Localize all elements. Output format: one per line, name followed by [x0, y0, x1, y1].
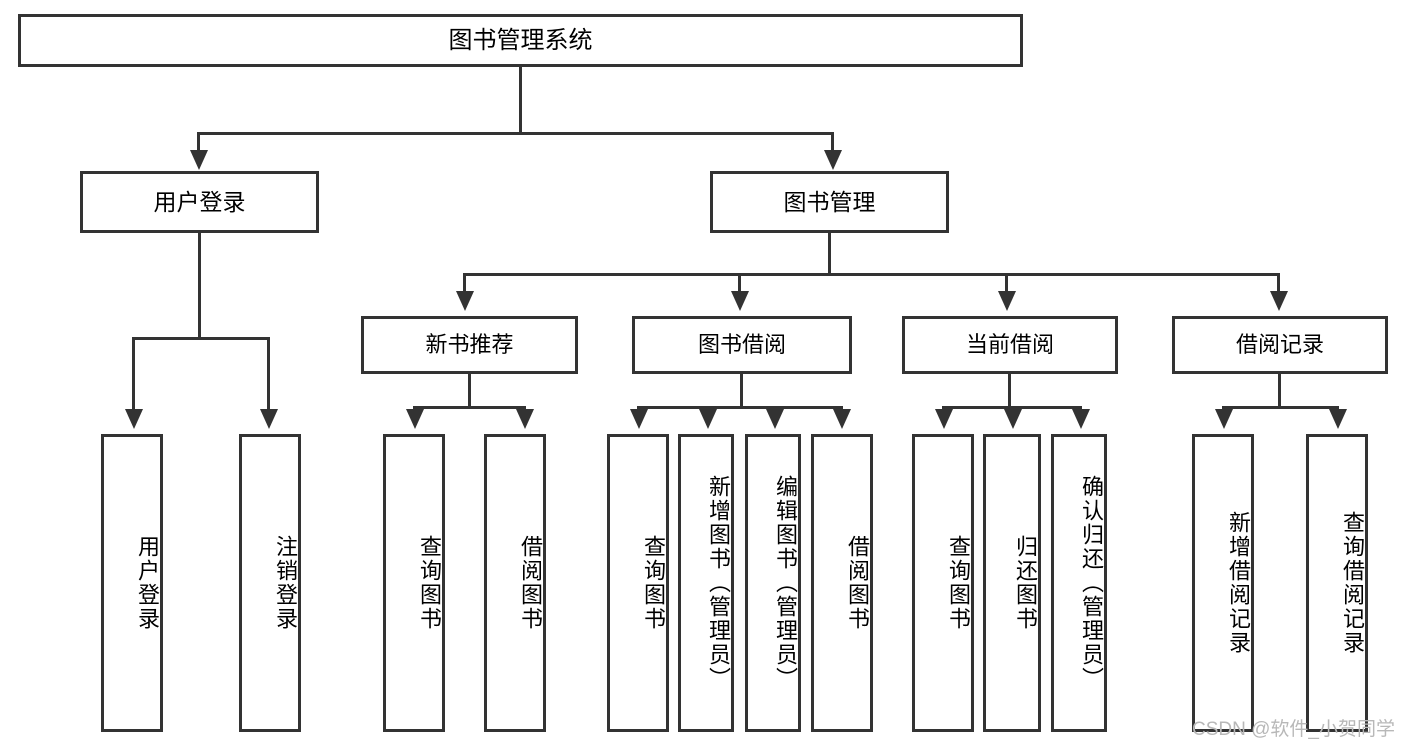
node-user-login-label: 用户登录	[153, 188, 246, 215]
node-leaf-query-book-1[interactable]: 查询图书	[383, 434, 445, 732]
watermark-text: CSDN @软件_小贺同学	[1192, 719, 1395, 740]
arrowhead-current-borrow	[998, 291, 1016, 311]
connector-bm-drop-4	[1277, 273, 1280, 295]
arrowhead-leaf-borrow-book-2	[833, 409, 851, 429]
arrowhead-user-login	[190, 150, 208, 170]
node-leaf-logout-login-label: 注销登录	[273, 535, 298, 631]
connector-root-to-user-login	[197, 132, 200, 154]
arrowhead-leaf-add-record	[1215, 409, 1233, 429]
node-leaf-borrow-book-1[interactable]: 借阅图书	[484, 434, 546, 732]
node-leaf-borrow-book-2-label: 借阅图书	[845, 535, 870, 631]
connector-root-bus	[197, 132, 834, 135]
node-current-borrow[interactable]: 当前借阅	[902, 316, 1118, 374]
arrowhead-leaf-user-login	[125, 409, 143, 429]
node-leaf-confirm-return[interactable]: 确认归还（管理员）	[1051, 434, 1107, 732]
node-leaf-query-book-2-label: 查询图书	[641, 535, 666, 631]
connector-bb-stem	[740, 374, 743, 406]
node-leaf-query-record[interactable]: 查询借阅记录	[1306, 434, 1368, 732]
node-leaf-add-record-label: 新增借阅记录	[1226, 511, 1251, 655]
connector-br-stem	[1278, 374, 1281, 406]
node-leaf-add-book[interactable]: 新增图书（管理员）	[678, 434, 734, 732]
node-book-management-label: 图书管理	[783, 188, 876, 215]
node-leaf-edit-book-label: 编辑图书（管理员）	[773, 475, 798, 691]
node-leaf-user-login-label: 用户登录	[135, 535, 160, 631]
arrowhead-leaf-query-book-2	[630, 409, 648, 429]
arrowhead-leaf-confirm-return	[1072, 409, 1090, 429]
node-root-label: 图书管理系统	[448, 26, 593, 54]
arrowhead-leaf-return-book	[1004, 409, 1022, 429]
connector-bm-drop-2	[738, 273, 741, 295]
arrowhead-leaf-query-record	[1329, 409, 1347, 429]
node-book-management[interactable]: 图书管理	[710, 171, 949, 233]
arrowhead-leaf-query-book-3	[935, 409, 953, 429]
node-leaf-edit-book[interactable]: 编辑图书（管理员）	[745, 434, 801, 732]
node-current-borrow-label: 当前借阅	[965, 332, 1054, 358]
connector-user-login-drop-1	[132, 337, 135, 413]
node-leaf-user-login[interactable]: 用户登录	[101, 434, 163, 732]
arrowhead-new-book-recommend	[456, 291, 474, 311]
arrowhead-leaf-logout-login	[260, 409, 278, 429]
arrowhead-leaf-borrow-book-1	[516, 409, 534, 429]
connector-cb-stem	[1008, 374, 1011, 406]
arrowhead-book-borrow	[731, 291, 749, 311]
node-leaf-borrow-book-2[interactable]: 借阅图书	[811, 434, 873, 732]
arrowhead-leaf-add-book	[699, 409, 717, 429]
connector-user-login-bus	[132, 337, 267, 340]
node-book-borrow[interactable]: 图书借阅	[632, 316, 852, 374]
arrowhead-borrow-record	[1270, 291, 1288, 311]
node-new-book-recommend-label: 新书推荐	[425, 332, 514, 358]
arrowhead-leaf-query-book-1	[406, 409, 424, 429]
connector-bm-drop-1	[463, 273, 466, 295]
connector-root-stem	[519, 67, 522, 132]
connector-bb-bus	[637, 406, 842, 409]
node-leaf-return-book[interactable]: 归还图书	[983, 434, 1041, 732]
connector-nbr-stem	[468, 374, 471, 406]
node-user-login[interactable]: 用户登录	[80, 171, 319, 233]
connector-user-login-drop-2	[267, 337, 270, 413]
connector-bm-drop-3	[1005, 273, 1008, 295]
node-leaf-query-book-2[interactable]: 查询图书	[607, 434, 669, 732]
node-leaf-return-book-label: 归还图书	[1013, 535, 1038, 631]
connector-user-login-stem	[198, 233, 201, 337]
node-leaf-borrow-book-1-label: 借阅图书	[518, 535, 543, 631]
node-leaf-query-book-3-label: 查询图书	[946, 535, 971, 631]
node-leaf-query-book-3[interactable]: 查询图书	[912, 434, 974, 732]
connector-book-management-stem	[828, 233, 831, 273]
arrowhead-leaf-edit-book	[766, 409, 784, 429]
node-borrow-record-label: 借阅记录	[1235, 332, 1324, 358]
connector-book-management-bus	[463, 273, 1280, 276]
arrowhead-book-management	[824, 150, 842, 170]
connector-br-bus	[1222, 406, 1339, 409]
node-borrow-record[interactable]: 借阅记录	[1172, 316, 1388, 374]
connector-root-to-book-management	[831, 132, 834, 154]
node-leaf-query-book-1-label: 查询图书	[417, 535, 442, 631]
node-leaf-logout-login[interactable]: 注销登录	[239, 434, 301, 732]
node-leaf-query-record-label: 查询借阅记录	[1340, 511, 1365, 655]
connector-nbr-bus	[413, 406, 526, 409]
node-new-book-recommend[interactable]: 新书推荐	[361, 316, 578, 374]
node-leaf-confirm-return-label: 确认归还（管理员）	[1079, 475, 1104, 691]
node-root[interactable]: 图书管理系统	[18, 14, 1023, 67]
node-book-borrow-label: 图书借阅	[697, 332, 786, 358]
node-leaf-add-record[interactable]: 新增借阅记录	[1192, 434, 1254, 732]
node-leaf-add-book-label: 新增图书（管理员）	[706, 475, 731, 691]
